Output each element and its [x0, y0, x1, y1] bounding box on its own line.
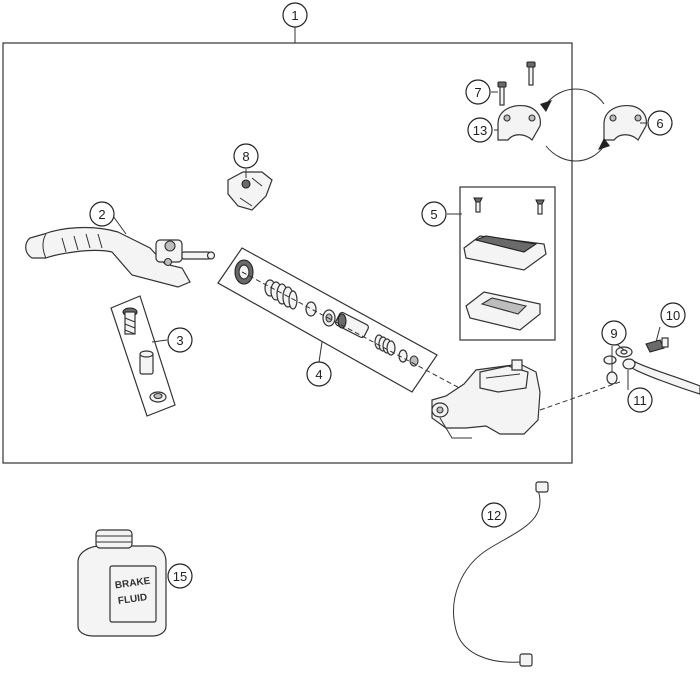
- leader-lines: [112, 27, 661, 390]
- callout-11: 11: [627, 387, 653, 413]
- callout-5: 5: [421, 201, 447, 227]
- clamp-bolts: [497, 61, 536, 106]
- bottle-label-line2: FLUID: [117, 592, 148, 607]
- callout-8: 8: [233, 143, 259, 169]
- callout-12-label: 12: [487, 508, 501, 523]
- callout-1: 1: [282, 2, 308, 28]
- brake-fluid-bottle: [77, 529, 167, 637]
- kit-frame-5: [459, 186, 556, 341]
- swap-arrows: [540, 88, 610, 162]
- callout-10-label: 10: [666, 308, 680, 323]
- callout-9: 9: [601, 320, 627, 346]
- callout-13: 13: [467, 117, 493, 143]
- hose-fittings: [603, 337, 700, 395]
- handlebar-clamp-13: [497, 105, 541, 141]
- callout-12: 12: [481, 502, 507, 528]
- kit-frame-4: [217, 247, 438, 393]
- brake-lever: [25, 226, 216, 288]
- callout-3: 3: [167, 327, 193, 353]
- callout-3-label: 3: [176, 333, 183, 348]
- reservoir-cover-kit: [463, 197, 547, 331]
- callout-10: 10: [660, 302, 686, 328]
- callout-1-label: 1: [291, 8, 298, 23]
- callout-6: 6: [647, 110, 673, 136]
- callout-9-label: 9: [610, 326, 617, 341]
- bottle-label-line1: BRAKE: [114, 576, 151, 592]
- switch-cable: [453, 481, 549, 667]
- callout-8-label: 8: [242, 149, 249, 164]
- callout-15-label: 15: [173, 569, 187, 584]
- hose-axis-line: [539, 381, 621, 411]
- callout-4: 4: [306, 361, 332, 387]
- callout-4-label: 4: [315, 367, 322, 382]
- callout-7-label: 7: [474, 85, 481, 100]
- callout-11-label: 11: [633, 393, 647, 408]
- callout-15: 15: [167, 563, 193, 589]
- callout-13-label: 13: [473, 123, 487, 138]
- callout-6-label: 6: [656, 116, 663, 131]
- callout-7: 7: [465, 79, 491, 105]
- assembly-axis-line: [241, 271, 468, 393]
- handlebar-clamp-6: [603, 105, 647, 141]
- reservoir-cap-part: [227, 171, 273, 211]
- assembly-frame: [2, 42, 573, 464]
- master-cylinder-body: [431, 359, 541, 439]
- callout-2: 2: [89, 201, 115, 227]
- callout-5-label: 5: [430, 207, 437, 222]
- kit-frame-3: [110, 295, 176, 417]
- pivot-bolt-kit: [122, 307, 167, 403]
- callout-2-label: 2: [98, 207, 105, 222]
- piston-kit: [234, 259, 419, 367]
